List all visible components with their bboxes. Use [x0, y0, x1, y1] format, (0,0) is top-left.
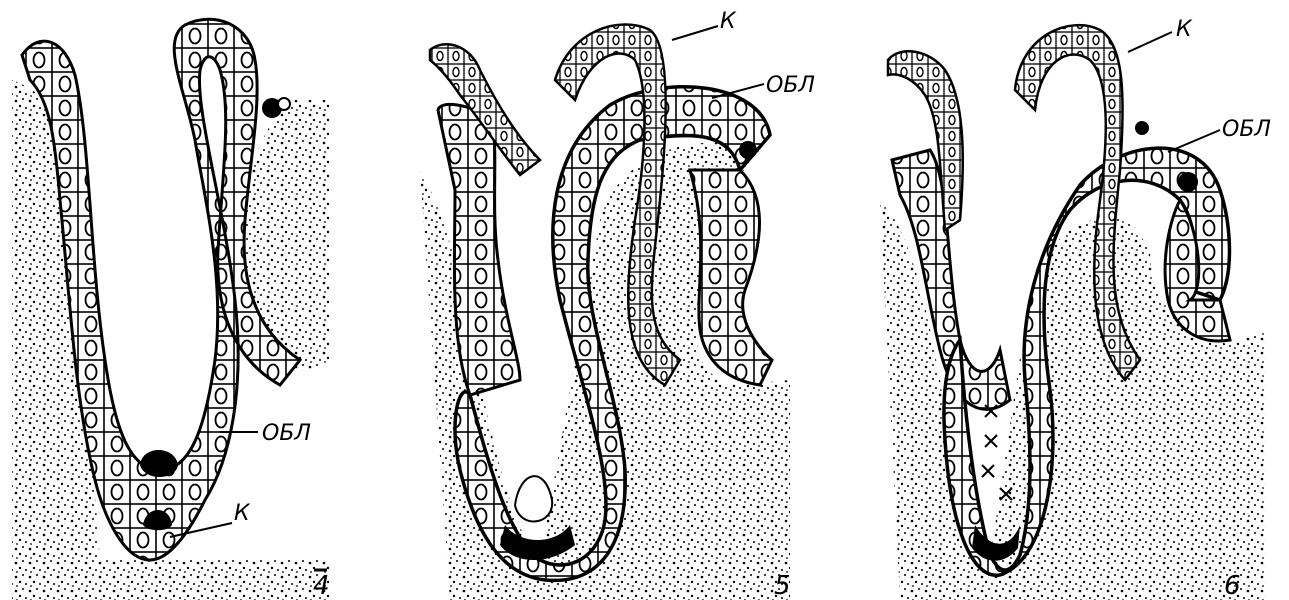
- panel-number: 4: [313, 571, 330, 600]
- label-k: К: [234, 501, 251, 526]
- panel-number: 6: [1224, 571, 1241, 600]
- label-obl: ОБЛ: [1222, 117, 1271, 142]
- panel-5: К ОБЛ 5: [420, 9, 815, 600]
- label-k: К: [1176, 17, 1193, 42]
- k-pointer: [1128, 32, 1172, 52]
- villus-epithelium: [690, 170, 772, 385]
- panel-4: ОБЛ К 4: [12, 19, 330, 600]
- k-pointer: [672, 26, 718, 40]
- crypt-lumen: [515, 476, 552, 521]
- label-obl: ОБЛ: [262, 421, 311, 446]
- secretory-granules: [739, 141, 757, 159]
- crypt-lumen: [140, 450, 178, 477]
- obl-pointer: [1168, 130, 1220, 152]
- secretory-granules: [1178, 172, 1198, 192]
- panel-6: К ОБЛ 6: [880, 17, 1271, 600]
- label-k: К: [720, 9, 737, 34]
- label-obl: ОБЛ: [766, 73, 815, 98]
- panel-number: 5: [774, 571, 791, 600]
